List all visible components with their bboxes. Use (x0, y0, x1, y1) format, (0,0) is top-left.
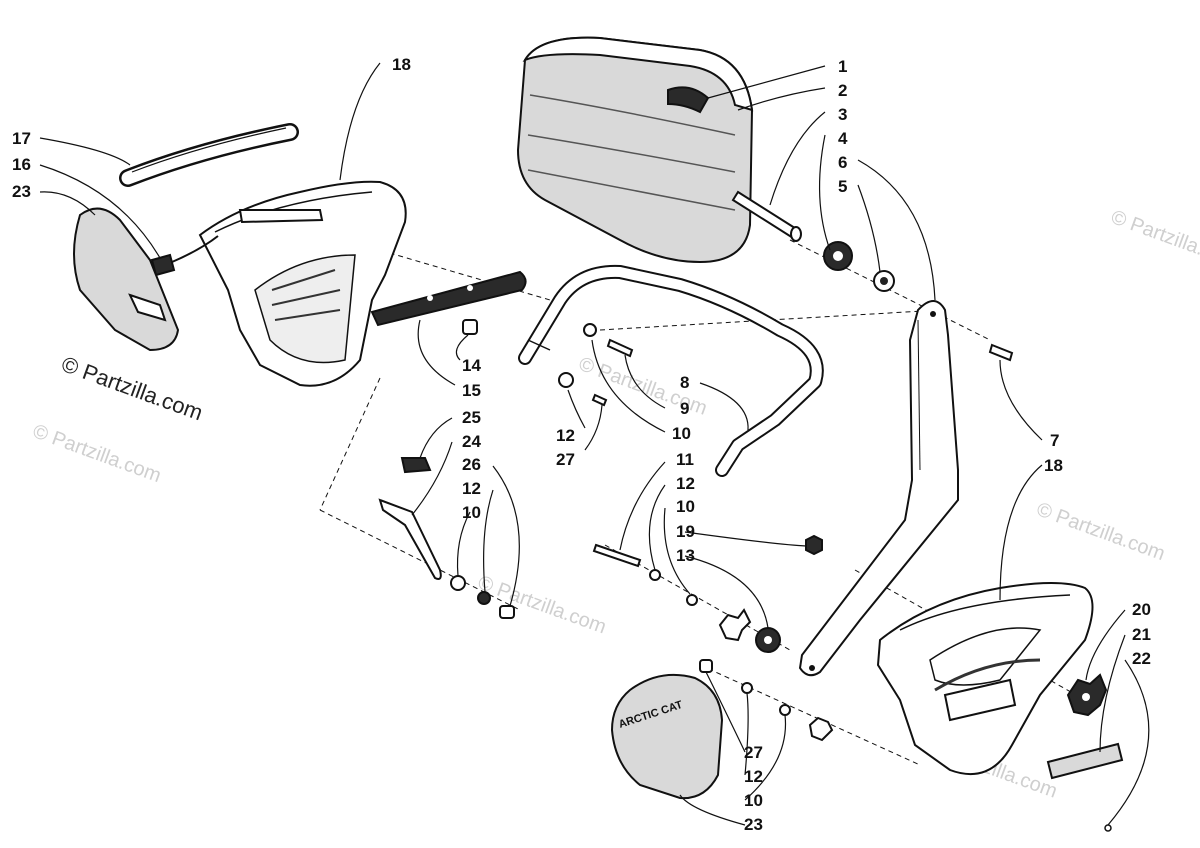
callout-26: 26 (462, 455, 481, 474)
watermark-text: © Partzilla.com (576, 353, 710, 420)
callout-27-a: 27 (556, 450, 575, 469)
callout-3: 3 (838, 105, 847, 124)
callout-5: 5 (838, 177, 847, 196)
side-cover-right: ARCTIC CAT (610, 673, 724, 800)
callout-7: 7 (1050, 431, 1059, 450)
decal-plate (1046, 742, 1124, 780)
callout-19: 19 (676, 522, 695, 541)
watermark-text: © Partzilla.com (475, 572, 609, 639)
callout-23-left: 23 (12, 182, 31, 201)
washer (823, 241, 853, 271)
callout-10-c: 10 (676, 497, 695, 516)
callout-10-a: 10 (672, 424, 691, 443)
callout-22: 22 (1132, 649, 1151, 668)
callout-12-d: 12 (744, 767, 763, 786)
handle-frame-left (198, 180, 407, 387)
watermark-text: © Partzilla.com (30, 420, 164, 487)
spacer (873, 270, 895, 292)
callout-18-left: 18 (392, 55, 411, 74)
callout-2: 2 (838, 81, 847, 100)
watermark-text: © Partzilla.com (1034, 498, 1168, 565)
rivet (1104, 824, 1112, 832)
callout-12-c: 12 (676, 474, 695, 493)
watermark-text: © Partzilla.com (1108, 206, 1200, 273)
callout-8: 8 (680, 373, 689, 392)
callout-4: 4 (838, 129, 848, 148)
callout-24: 24 (462, 432, 481, 451)
callout-12-b: 12 (462, 479, 481, 498)
knob (1066, 673, 1108, 717)
callout-13: 13 (676, 546, 695, 565)
leader-lines (39, 62, 1150, 826)
callout-23-right: 23 (744, 815, 763, 834)
handle-frame-right (876, 582, 1094, 776)
callout-15: 15 (462, 381, 481, 400)
grip-tube (119, 123, 299, 187)
callout-10-d: 10 (744, 791, 763, 810)
callout-1: 1 (838, 57, 847, 76)
callout-27-b: 27 (744, 743, 763, 762)
tube-frame (518, 264, 824, 477)
callout-25: 25 (462, 408, 481, 427)
callout-20: 20 (1132, 600, 1151, 619)
callout-6: 6 (838, 153, 847, 172)
callout-10-b: 10 (462, 503, 481, 522)
bolt-14 (462, 319, 478, 335)
callout-18-right: 18 (1044, 456, 1063, 475)
callout-21: 21 (1132, 625, 1151, 644)
callout-14: 14 (462, 356, 481, 375)
pin (731, 190, 802, 242)
callout-labels: 1 2 3 4 6 5 18 17 16 23 14 15 8 9 10 12 … (12, 55, 1151, 834)
callout-11: 11 (676, 450, 694, 469)
watermark-main: © Partzilla.com (58, 351, 206, 425)
upright-bracket (798, 300, 959, 677)
callout-16: 16 (12, 155, 31, 174)
callout-12-a: 12 (556, 426, 575, 445)
callout-9: 9 (680, 399, 689, 418)
rail (370, 270, 527, 327)
callout-17: 17 (12, 129, 31, 148)
backrest-pad (516, 36, 754, 264)
side-cover-left (73, 207, 180, 352)
